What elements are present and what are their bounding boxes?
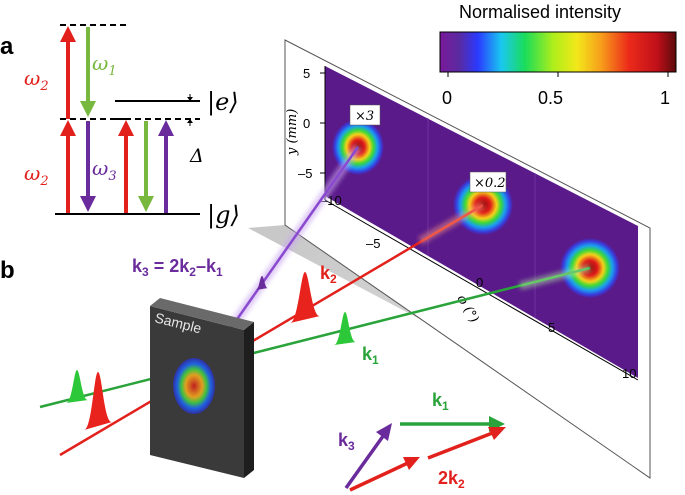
x-tick-0: 0 (476, 275, 483, 290)
pulse-k3-output (256, 276, 268, 290)
vector-2k2-label: 2k2 (438, 468, 465, 491)
state-g-label: |g⟩ (207, 201, 240, 230)
sample-top (150, 298, 254, 330)
y-axis-label: y (mm) (285, 109, 300, 156)
panel-b-label: b (0, 257, 15, 284)
vector-k3-label: k3 (338, 430, 355, 453)
colorbar: Normalised intensity 0 0.5 1 (439, 2, 677, 108)
scale-left-label: ×3 (355, 109, 374, 124)
x-tick-m5: –5 (366, 236, 380, 251)
k3-equation-label: k3 = 2k2–k1 (132, 256, 223, 279)
omega1-label: ω1 (92, 51, 117, 79)
y-tick-0: 0 (303, 116, 310, 131)
colorbar-tick-1: 1 (660, 88, 670, 108)
pulse-k2-output (290, 272, 320, 323)
omega3-label: ω3 (92, 156, 117, 184)
x-axis (324, 199, 639, 381)
scale-mid-label: ×0.2 (474, 176, 506, 191)
k1-label: k1 (362, 344, 379, 367)
detection-screen: ×3 ×0.2 5 0 –5 –10 y (mm) –5 0 5 10 ϕ (°… (284, 39, 651, 479)
vector-k2-first (349, 460, 411, 492)
scale-box-mid (469, 171, 507, 193)
pulse-k1-input (66, 370, 88, 403)
beam-k1 (39, 266, 591, 409)
delta-label: Δ (189, 145, 204, 167)
beam-k2 (59, 203, 484, 457)
y-tick-m5: –5 (298, 166, 312, 181)
beams (39, 144, 591, 457)
sample-side (244, 322, 254, 478)
y-tick-5: 5 (303, 66, 310, 81)
vector-k1-label: k1 (432, 390, 449, 413)
pulse-k1-output (334, 312, 356, 345)
x-tick-5: 5 (548, 320, 555, 335)
colorbar-title: Normalised intensity (459, 2, 621, 22)
colorbar-tick-0-5: 0.5 (538, 88, 563, 108)
sample: Sample (150, 298, 254, 478)
panel-a-label: a (0, 33, 14, 60)
omega2-lower-label: ω2 (24, 161, 49, 189)
x-tick-10: 10 (622, 366, 636, 381)
energy-level-diagram: a Δ |e⟩ |g⟩ ω2 ω1 ω2 (0, 24, 240, 230)
colorbar-tick-0: 0 (442, 88, 452, 108)
state-e-label: |e⟩ (207, 88, 239, 117)
vector-k3 (344, 430, 388, 490)
phase-matching-diagram: k3 k1 2k2 (338, 390, 506, 492)
colorbar-gradient (439, 31, 677, 73)
scale-box-left (349, 104, 381, 126)
omega2-upper-label: ω2 (24, 66, 49, 94)
vector-k2-second (427, 430, 496, 460)
pulse-k2-input (84, 372, 112, 430)
sample-spot (173, 358, 215, 414)
k2-label: k2 (320, 263, 337, 286)
